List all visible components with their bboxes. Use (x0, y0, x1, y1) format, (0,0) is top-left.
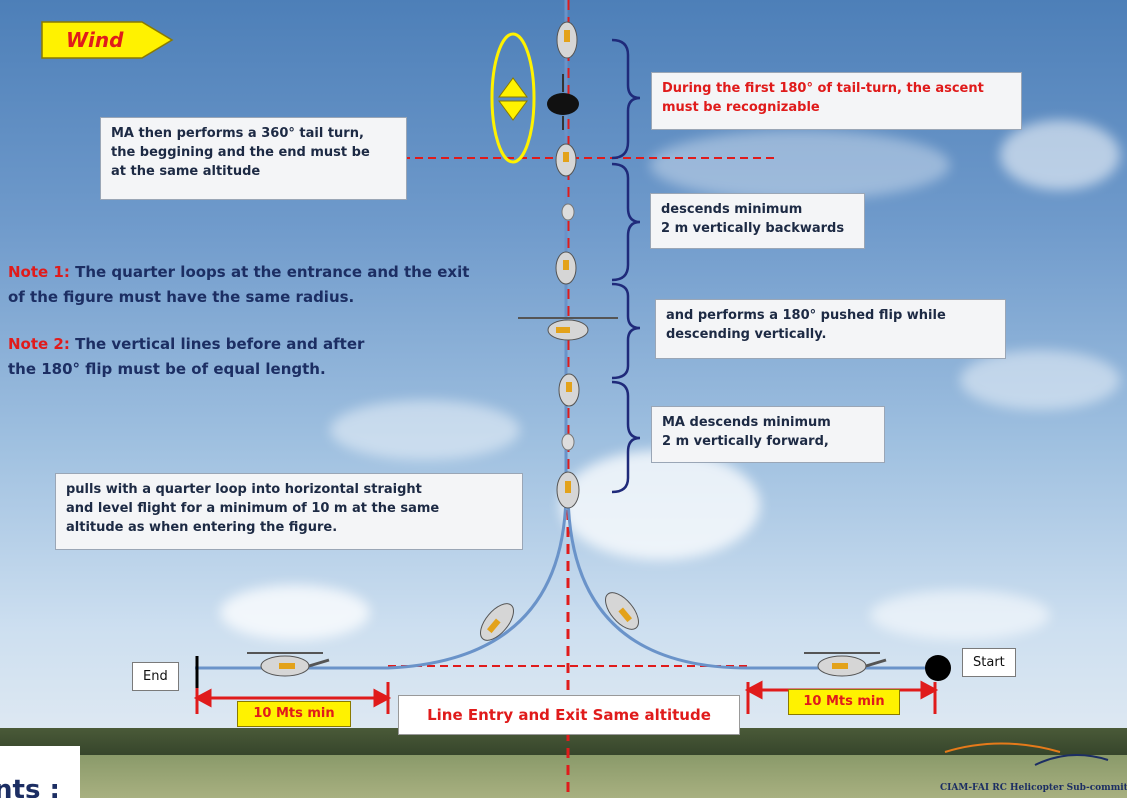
brace-forward (611, 380, 641, 494)
cloud (330, 400, 520, 460)
note-1-text: The quarter loops at the entrance and th… (8, 263, 470, 306)
fai-logo (944, 742, 1109, 766)
min-distance-arrow-left (193, 682, 392, 714)
cloud (220, 585, 370, 640)
cloud (870, 590, 1050, 640)
note-1: Note 1: The quarter loops at the entranc… (8, 260, 469, 310)
tail-turn-ascent-box: During the first 180° of tail-turn, the … (651, 72, 1022, 130)
flight-path (195, 0, 568, 670)
helicopter-icon (804, 652, 887, 677)
min-distance-right: 10 Mts min (788, 689, 900, 715)
helicopter-icon (555, 251, 577, 285)
min-distance-left: 10 Mts min (237, 701, 351, 727)
helicopter-icon (561, 433, 575, 451)
brace-flip (611, 282, 641, 380)
quarter-loop-exit-box: pulls with a quarter loop into horizonta… (55, 473, 523, 550)
footer-text: nts : (0, 746, 80, 798)
tail-turn-orbit-icon (490, 32, 536, 164)
note-2-label: Note 2: (8, 335, 70, 353)
cloud (560, 450, 760, 560)
descends-backwards-box: descends minimum 2 m vertically backward… (650, 193, 865, 249)
helicopter-icon (480, 603, 514, 641)
note-2-text: The vertical lines before and after the … (8, 335, 365, 378)
helicopter-icon (518, 317, 618, 341)
helicopter-icon (547, 74, 579, 130)
helicopter-icon (556, 471, 580, 509)
brace-backwards (611, 162, 641, 282)
flight-path-exit (566, 489, 935, 670)
tail-turn-360-box: MA then performs a 360° tail turn, the b… (100, 117, 407, 200)
note-2: Note 2: The vertical lines before and af… (8, 332, 364, 382)
credit-text: CIAM-FAI RC Helicopter Sub-committe (940, 783, 1127, 793)
wind-label: Wind (66, 28, 124, 52)
brace-ascent (611, 38, 641, 160)
line-entry-exit-label: Line Entry and Exit Same altitude (398, 695, 740, 735)
cloud (1000, 120, 1120, 190)
helicopter-icon (558, 373, 580, 407)
grass-field (0, 755, 1127, 798)
cloud (960, 350, 1120, 410)
brace-group (611, 38, 641, 494)
helicopter-icon (605, 592, 639, 630)
helicopter-icon (247, 652, 330, 677)
start-label: Start (962, 648, 1016, 677)
descends-forward-box: MA descends minimum 2 m vertically forwa… (651, 406, 885, 463)
pushed-flip-box: and performs a 180° pushed flip while de… (655, 299, 1006, 359)
cloud (650, 130, 950, 200)
note-1-label: Note 1: (8, 263, 70, 281)
helicopter-icon (561, 203, 575, 221)
helicopter-icon (555, 143, 577, 177)
end-label: End (132, 662, 179, 691)
wind-arrow-icon (41, 21, 174, 59)
start-dot-icon (925, 655, 951, 681)
helicopter-icon (556, 21, 578, 59)
